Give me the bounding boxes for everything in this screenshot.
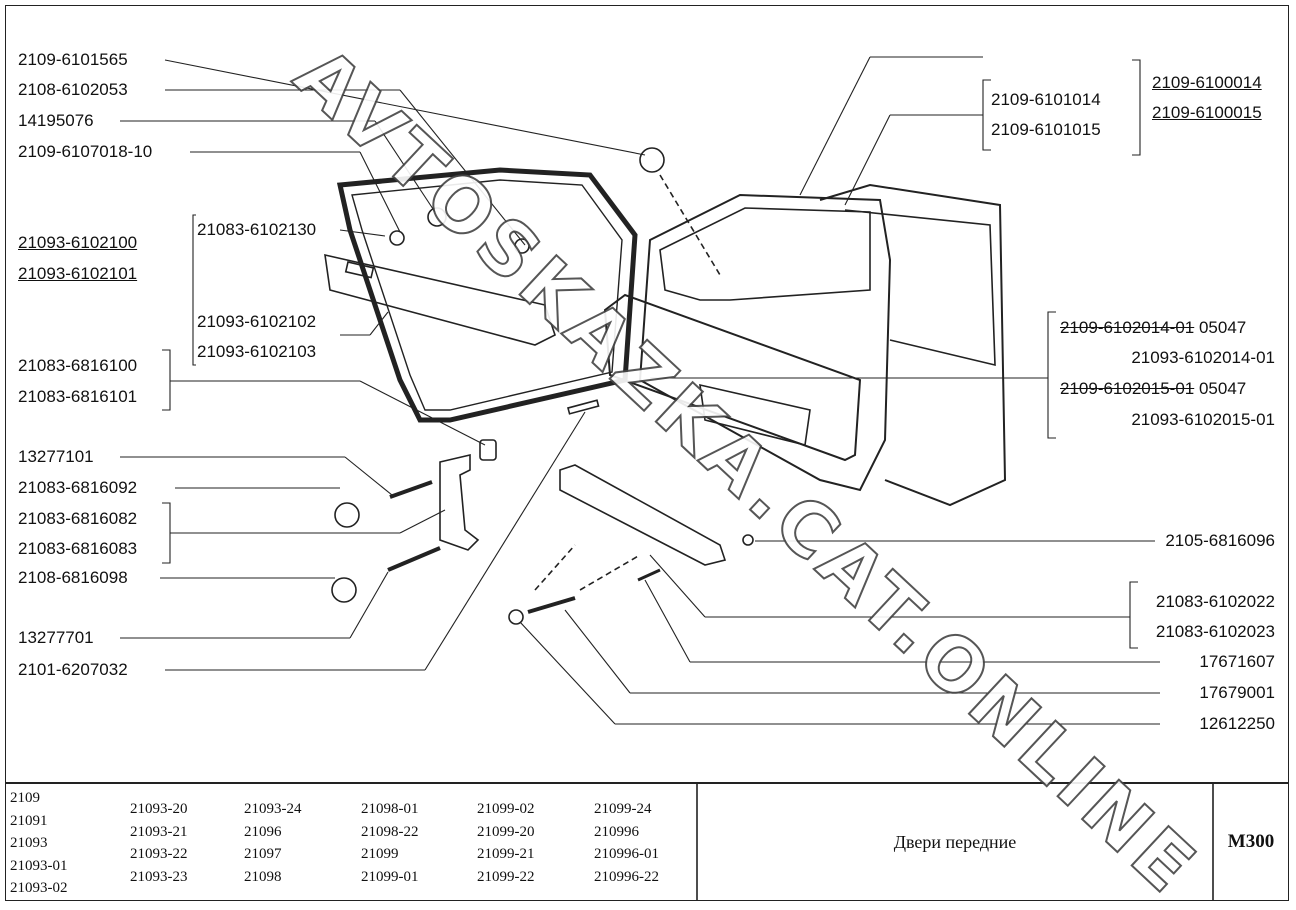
pull-handle <box>439 453 480 551</box>
note: 05047 <box>1198 379 1247 398</box>
model: 21091 <box>10 812 48 829</box>
part-label: 21093-6102102 <box>197 312 317 331</box>
part-label: 2108-6816098 <box>18 568 128 587</box>
part-label: 21093-6102100 <box>18 233 138 252</box>
part-label: 21093-6102101 <box>18 264 138 283</box>
superseded-number: 2109-6102014-01 <box>1060 318 1195 337</box>
model: 21098-01 <box>361 801 419 817</box>
part-label: 21093-6102103 <box>197 342 317 361</box>
part-label: 2109-6102015-01 05047 <box>1060 379 1246 399</box>
model: 21097 <box>244 846 282 862</box>
part-label: 13277701 <box>18 628 94 647</box>
model: 210996-22 <box>594 868 659 885</box>
models-col-1: 2109 21091 21093 21093-01 21093-02 <box>10 787 68 900</box>
part-label: 2109-6101014 <box>991 90 1101 109</box>
model: 21099-20 <box>477 823 535 840</box>
part-label: 2109-6107018-10 <box>18 142 153 161</box>
diagram-title: Двери передние <box>893 831 1017 852</box>
model: 21099-22 <box>477 868 535 885</box>
model: 21099 <box>361 846 399 862</box>
plug <box>639 147 665 173</box>
part-label: 14195076 <box>18 111 94 130</box>
part-label: 2109-6102014-01 05047 <box>1060 318 1246 338</box>
model: 210996 <box>594 823 639 840</box>
model: 21093-23 <box>130 868 188 885</box>
model: 21099-24 <box>594 801 652 817</box>
part-label: 12612250 <box>1199 714 1275 733</box>
model: 21093-24 <box>244 801 302 817</box>
part-label: 17671607 <box>1199 652 1275 671</box>
part-label: 21093-6102015-01 <box>1131 410 1275 429</box>
part-label: 21083-6102023 <box>1155 622 1275 641</box>
part-label: 21083-6816082 <box>18 509 138 528</box>
model: 21098-22 <box>361 823 419 840</box>
diagram-code: М300 <box>1227 831 1275 852</box>
part-label: 21083-6816083 <box>18 539 138 558</box>
door-trim-panel <box>603 293 862 462</box>
drawing-frame <box>5 5 1289 901</box>
part-label: 21083-6816101 <box>18 387 138 406</box>
part-label: 17679001 <box>1199 683 1275 702</box>
model: 21093-21 <box>130 823 188 840</box>
part-label: 21083-6816100 <box>18 356 138 375</box>
part-label: 2109-6101015 <box>991 120 1101 139</box>
models-col-3: 21093-24 21096 21097 21098 <box>244 798 302 888</box>
part-label: 21083-6102130 <box>197 220 317 239</box>
model: 21093-02 <box>10 880 68 896</box>
model: 210996-01 <box>594 846 659 862</box>
part-label: 21083-6816092 <box>18 478 138 497</box>
model: 21093-20 <box>130 801 188 817</box>
model: 21098 <box>244 868 282 885</box>
door-seal <box>336 167 638 423</box>
model: 2109 <box>10 790 40 806</box>
part-label: 2109-6101565 <box>18 50 128 69</box>
model: 21099-02 <box>477 801 535 817</box>
models-col-5: 21099-02 21099-20 21099-21 21099-22 <box>477 798 535 888</box>
models-col-4: 21098-01 21098-22 21099 21099-01 <box>361 798 419 888</box>
trim-strip <box>324 253 556 346</box>
rear-door <box>819 183 1007 507</box>
part-label: 2105-6816096 <box>1165 531 1275 550</box>
models-col-2: 21093-20 21093-21 21093-22 21093-23 <box>130 798 188 888</box>
model: 21099-01 <box>361 868 419 885</box>
part-label: 2108-6102053 <box>18 80 128 99</box>
models-col-6: 21099-24 210996 210996-01 210996-22 <box>594 798 659 888</box>
model: 21093-01 <box>10 857 68 874</box>
part-label: 2109-6100015 <box>1152 103 1262 122</box>
model: 21093 <box>10 835 48 851</box>
note: 05047 <box>1198 318 1247 337</box>
part-label: 2101-6207032 <box>18 660 128 679</box>
part-label: 13277101 <box>18 447 94 466</box>
model: 21093-22 <box>130 846 188 862</box>
front-door-outer <box>638 193 892 492</box>
model: 21099-21 <box>477 846 535 862</box>
superseded-number: 2109-6102015-01 <box>1060 379 1195 398</box>
part-label: 21093-6102014-01 <box>1131 348 1275 367</box>
part-label: 21083-6102022 <box>1155 592 1275 611</box>
model: 21096 <box>244 823 282 840</box>
part-label: 2109-6100014 <box>1152 73 1262 92</box>
armrest <box>559 464 727 566</box>
